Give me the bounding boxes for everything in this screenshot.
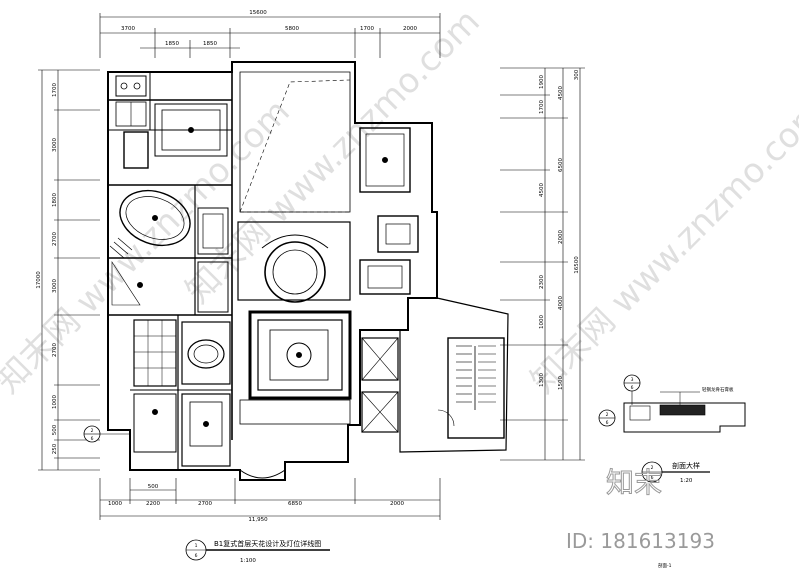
dim-left-2: 3000 <box>52 138 58 152</box>
dim-bottom-4: 2000 <box>390 501 404 507</box>
section-marker-bottom: 6 <box>91 436 94 442</box>
dim-bottom-first: 1000 <box>108 501 122 507</box>
dim-right-4: 4000 <box>558 296 564 310</box>
dim-left-8: 500 <box>52 424 58 435</box>
drawing-title: B1复式首层天花设计及灯位详线图 <box>214 539 321 548</box>
dim-top-2: 5800 <box>285 26 299 32</box>
dim-right-inner-6: 1300 <box>539 373 545 387</box>
dim-bottom-1: 2200 <box>146 501 160 507</box>
dim-right-top-small: 300 <box>574 69 580 80</box>
detail-title: 剖面大样 <box>672 461 700 470</box>
dim-left-4: 2700 <box>52 232 58 246</box>
top-dimensions <box>99 13 441 58</box>
dim-left-7: 1000 <box>52 395 58 409</box>
drawing-scale: 1:100 <box>240 558 256 564</box>
dim-right-overall: 16500 <box>574 256 580 274</box>
detail-bubble-b-top: 2 <box>606 412 609 418</box>
detail-section: 3 6 2 6 轻钢龙骨石膏板 2 6 剖面大样 1:20 剖面-1 <box>598 374 746 569</box>
detail-bubble-b-bottom: 6 <box>606 420 609 426</box>
dim-right-2: 6500 <box>558 158 564 172</box>
dim-bottom-2: 2700 <box>198 501 212 507</box>
dim-top-4: 2000 <box>403 26 417 32</box>
detail-title-bubble-bottom: 6 <box>651 475 654 481</box>
dim-right-inner-4: 2300 <box>539 275 545 289</box>
detail-leader-note: 轻钢龙骨石膏板 <box>702 386 734 393</box>
right-dimensions <box>500 67 585 461</box>
title-bubble-top: 1 <box>195 543 198 549</box>
dim-left-5: 3000 <box>52 279 58 293</box>
dim-left-overall: 17000 <box>36 271 42 289</box>
dim-left-9: 250 <box>52 443 58 454</box>
bottom-dimensions <box>99 478 441 520</box>
id-label: ID: 181613193 <box>566 529 715 553</box>
section-marker: 2 6 <box>83 425 130 443</box>
drawing-title-block: 1 6 B1复式首层天花设计及灯位详线图 1:100 <box>185 539 330 564</box>
dim-right-1: 4500 <box>558 86 564 100</box>
dim-top-sub-2: 1850 <box>203 41 217 47</box>
dim-right-3: 2000 <box>558 230 564 244</box>
dim-right-inner-5: 1000 <box>539 315 545 329</box>
dim-bottom-overall: 11,950 <box>248 517 268 523</box>
dim-right-5: 1500 <box>558 376 564 390</box>
dim-left-1: 1700 <box>52 83 58 97</box>
dim-left-6: 2700 <box>52 343 58 357</box>
dim-top-sub-1: 1850 <box>165 41 179 47</box>
dim-right-inner-1: 1900 <box>539 75 545 89</box>
floor-plan <box>107 61 509 481</box>
dim-right-inner-3: 4500 <box>539 183 545 197</box>
detail-bubble-a-top: 3 <box>631 377 634 383</box>
dim-bottom-3: 6850 <box>288 501 302 507</box>
dim-right-inner-2: 1700 <box>539 100 545 114</box>
title-bubble-bottom: 6 <box>195 553 198 559</box>
dim-bottom-small: 500 <box>148 484 159 490</box>
site-watermark-right: 知末网 www.znzmo.com <box>523 92 799 402</box>
detail-footer: 剖面-1 <box>658 562 672 569</box>
detail-title-bubble-top: 2 <box>651 465 654 471</box>
dim-left-3: 1800 <box>52 193 58 207</box>
left-dimensions <box>38 69 100 471</box>
section-marker-top: 2 <box>91 428 94 434</box>
brand-logo-watermark: 知末 <box>606 466 662 499</box>
dim-top-3: 1700 <box>360 26 374 32</box>
detail-scale: 1:20 <box>680 478 693 484</box>
dim-top-overall: 15600 <box>249 10 267 16</box>
detail-bubble-a-bottom: 6 <box>631 385 634 391</box>
dim-top-1: 3700 <box>121 26 135 32</box>
